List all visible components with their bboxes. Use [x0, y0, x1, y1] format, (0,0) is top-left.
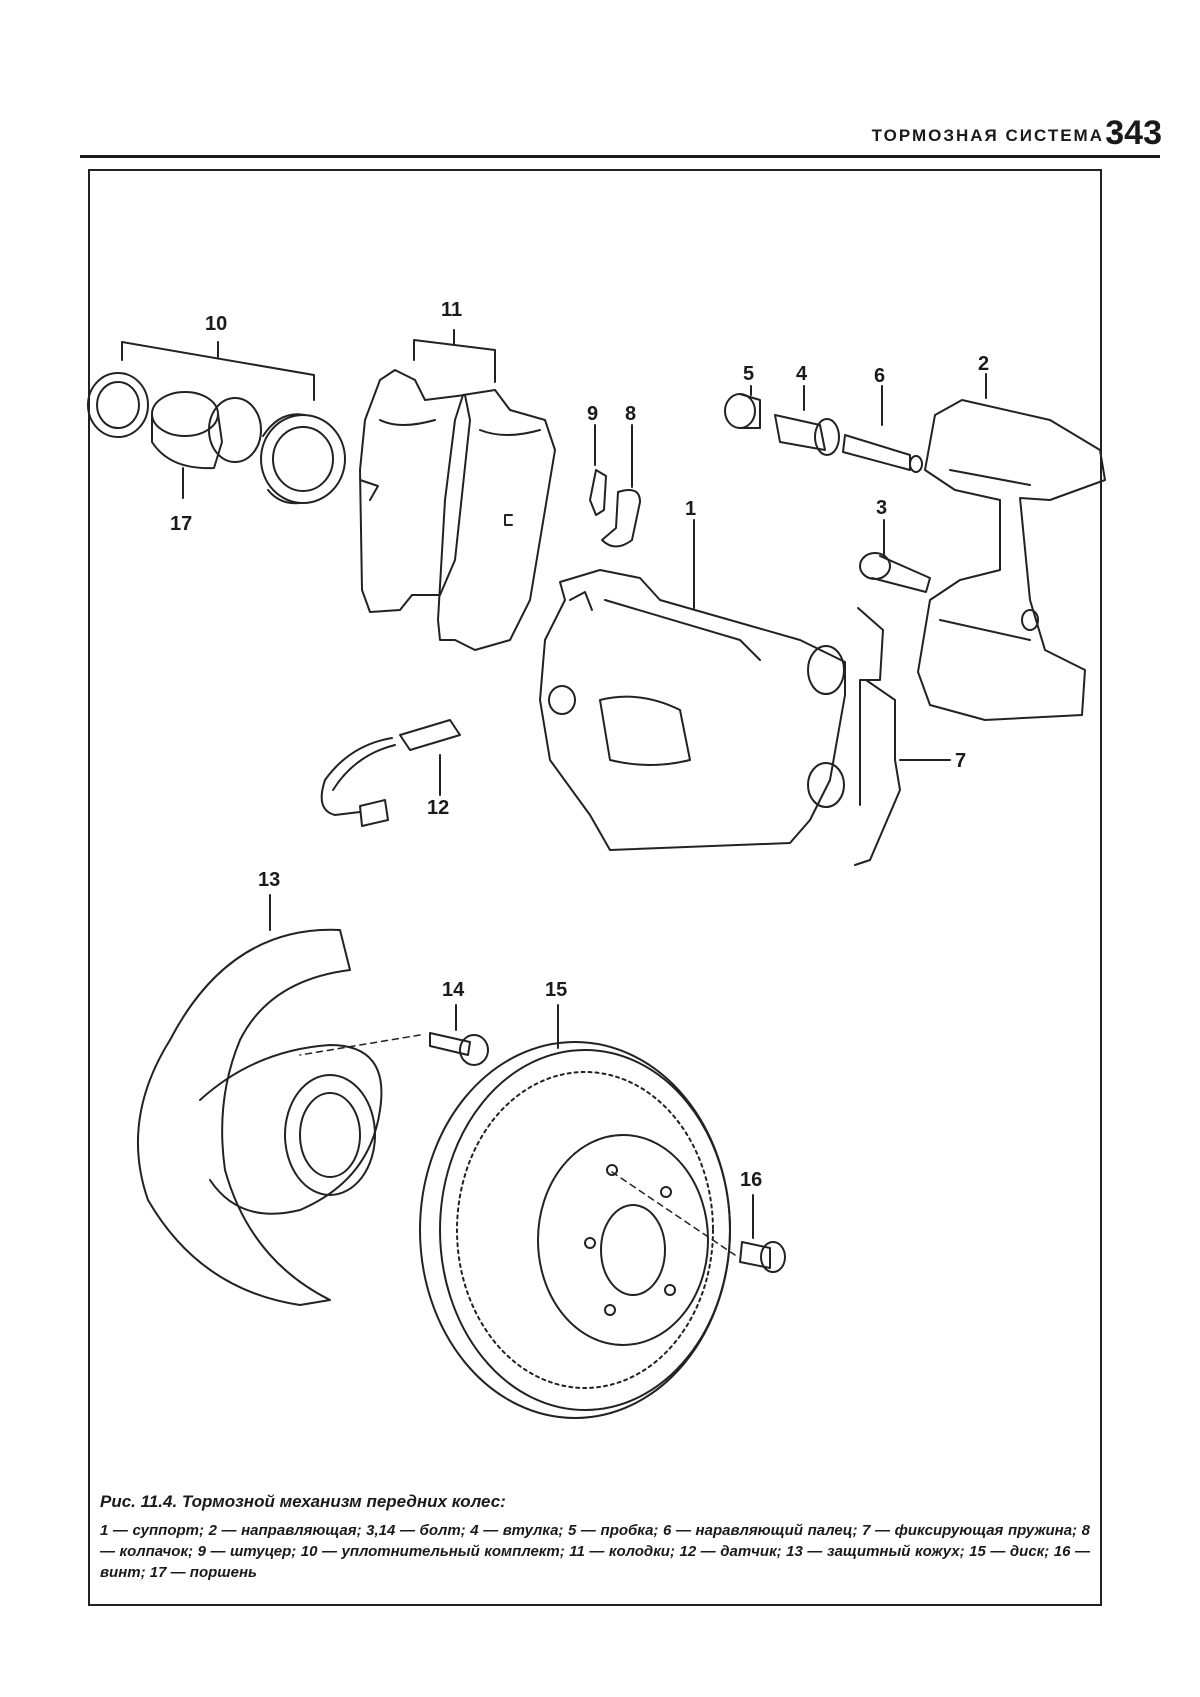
- callout-7: 7: [955, 750, 966, 772]
- callout-9: 9: [587, 403, 598, 425]
- callout-numbers: 1 2 3 4 5 6 7 8 9 10 11 12 13 14 15 16 1…: [170, 299, 989, 1191]
- callout-10: 10: [205, 313, 227, 335]
- retaining-spring-part: [854, 607, 951, 866]
- wear-sensor-part: [320, 719, 461, 827]
- callout-1: 1: [685, 498, 696, 520]
- callout-5: 5: [743, 363, 754, 385]
- guide-pin-part: [842, 385, 923, 473]
- callout-13: 13: [258, 869, 280, 891]
- bleed-nipple-part: [589, 424, 607, 516]
- caliper-carrier-part: [917, 373, 1106, 721]
- callout-11: 11: [441, 299, 462, 321]
- bolt-part: [859, 519, 931, 593]
- callout-8: 8: [625, 403, 636, 425]
- figure-caption: Рис. 11.4. Тормозной механизм передних к…: [100, 1492, 1090, 1583]
- callout-16: 16: [740, 1169, 762, 1191]
- callout-17: 17: [170, 513, 192, 535]
- caption-legend: 1 — суппорт; 2 — направляющая; 3,14 — бо…: [100, 1522, 1090, 1581]
- header-separator: •: [1110, 122, 1118, 144]
- callout-12: 12: [427, 797, 449, 819]
- figure-frame: [88, 169, 1102, 1606]
- callout-15: 15: [545, 979, 567, 1001]
- callout-6: 6: [874, 365, 885, 387]
- caliper-housing-part: [539, 519, 846, 851]
- caption-title: Рис. 11.4. Тормозной механизм передних к…: [100, 1492, 506, 1511]
- bushing-part: [774, 385, 840, 456]
- seal-kit-part: [87, 341, 346, 505]
- cap-part: [601, 424, 641, 548]
- callout-4: 4: [796, 363, 808, 385]
- page-number: 343: [1105, 114, 1162, 152]
- piston-part: [151, 391, 262, 499]
- callout-3: 3: [876, 497, 887, 519]
- splash-shield-part: [136, 894, 383, 1306]
- brake-disc-part: [419, 1004, 736, 1419]
- page-header: ТОРМОЗНАЯ СИСТЕМА • 343: [0, 108, 1200, 168]
- brake-pads-part: [359, 329, 556, 651]
- plug-part: [724, 385, 761, 429]
- callout-2: 2: [978, 353, 989, 375]
- header-rule: [80, 155, 1160, 158]
- section-title: ТОРМОЗНАЯ СИСТЕМА: [871, 126, 1104, 145]
- shield-bolt-part: [299, 1004, 489, 1066]
- disc-screw-part: [739, 1194, 786, 1273]
- callout-14: 14: [442, 979, 465, 1001]
